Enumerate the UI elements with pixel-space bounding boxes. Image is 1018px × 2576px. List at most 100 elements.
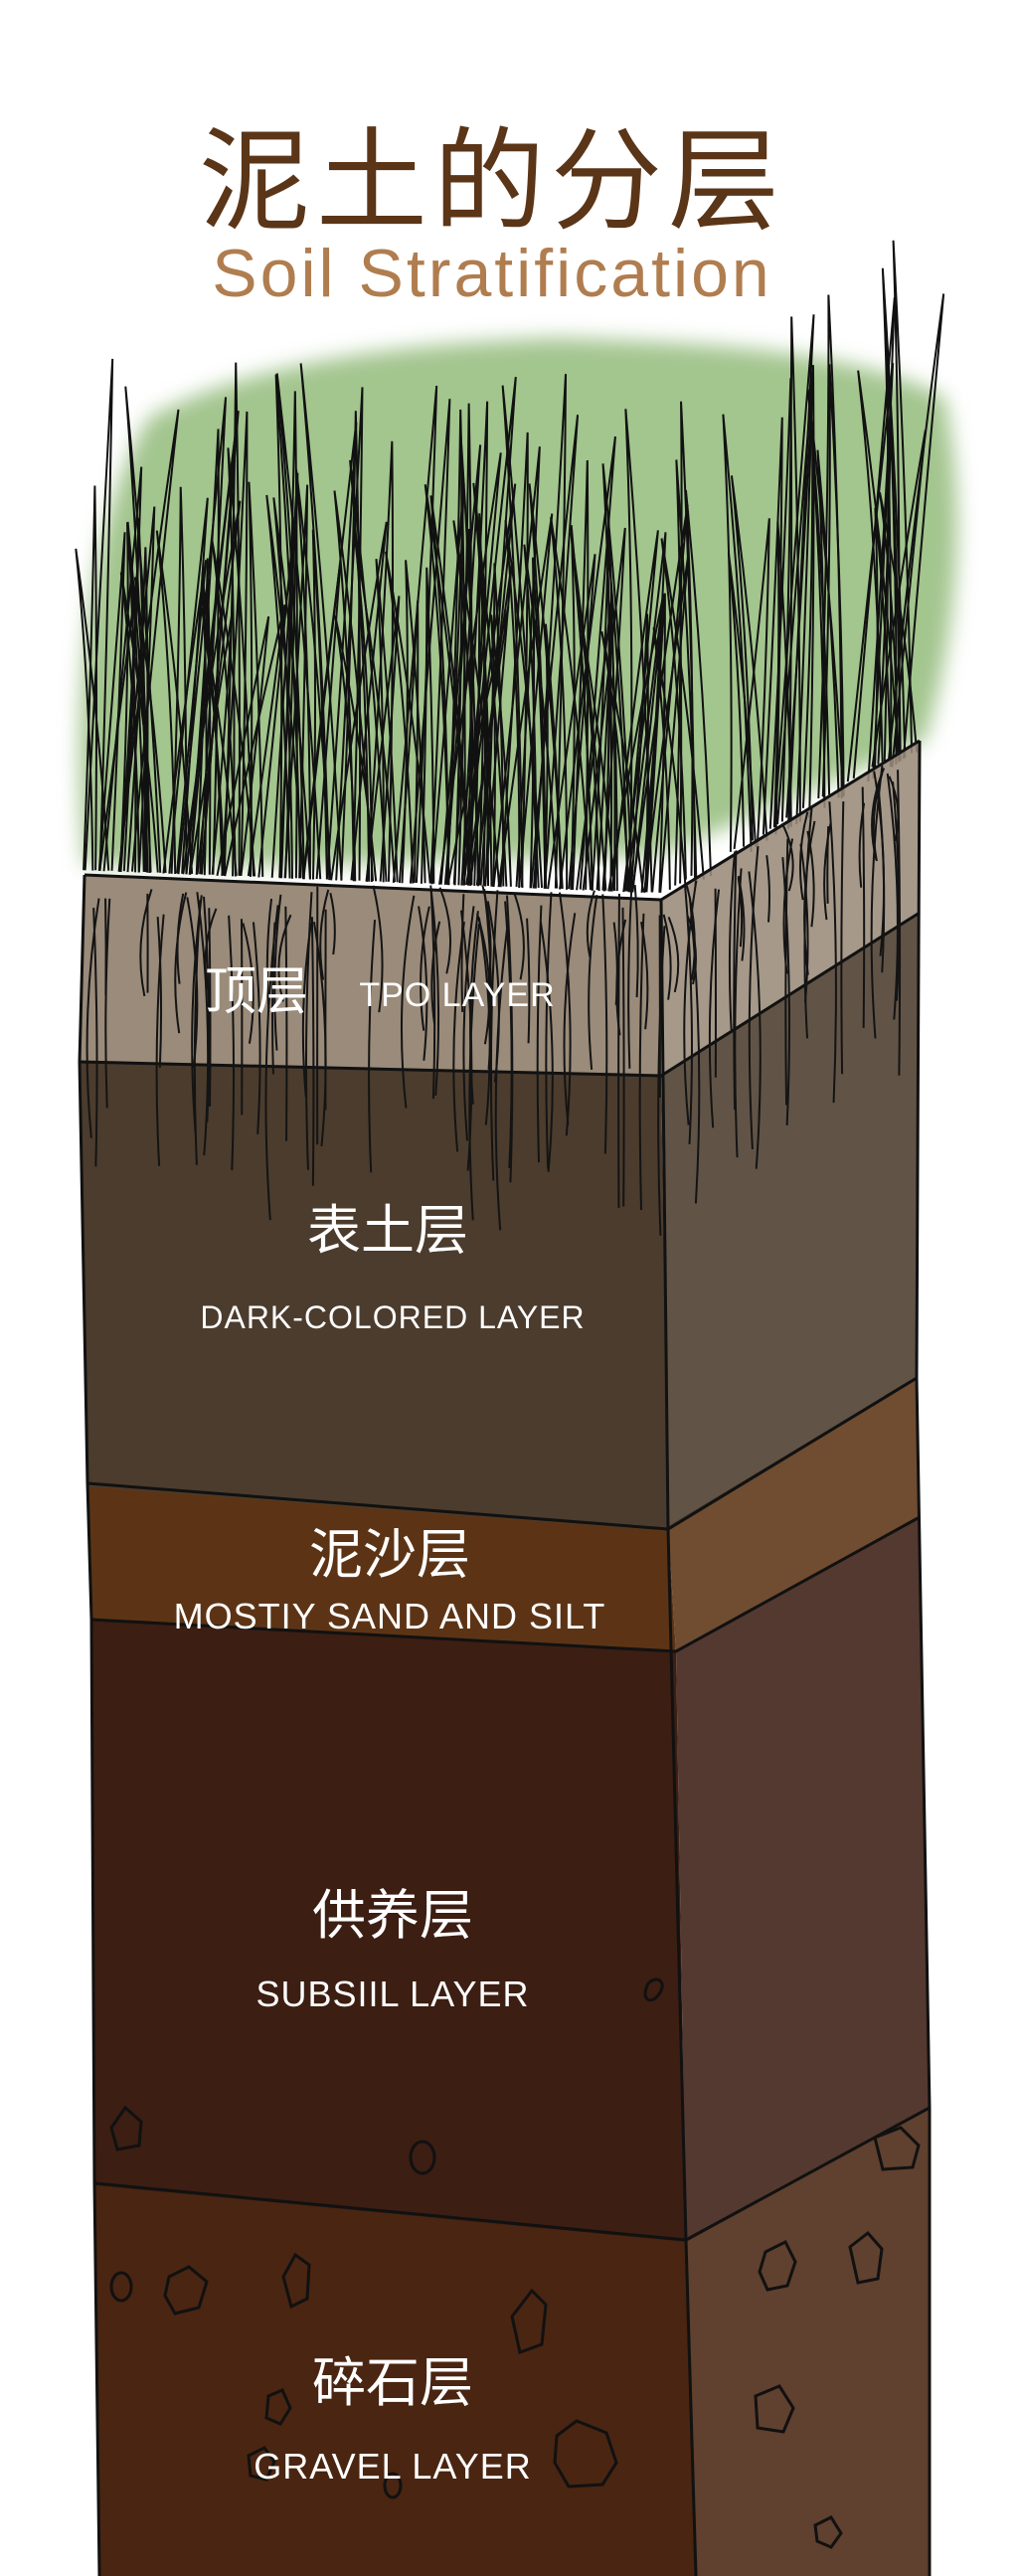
- grass-blade: [607, 595, 665, 892]
- grass-blade: [170, 486, 188, 874]
- root-line: [265, 898, 273, 1010]
- stone: [109, 2271, 133, 2303]
- grass-blade: [340, 411, 362, 881]
- root-line: [193, 900, 202, 1165]
- grass-blade: [601, 463, 633, 892]
- grass-blade: [119, 517, 146, 873]
- grass-blade: [409, 399, 451, 884]
- root-line: [430, 921, 441, 1025]
- grass-blade: [530, 415, 580, 889]
- grass-blade: [484, 563, 505, 887]
- layer-subsoil-label-en: SUBSIIL LAYER: [255, 1974, 529, 2014]
- root-line: [468, 924, 480, 1221]
- layer-top-label-en: TPO LAYER: [359, 976, 555, 1014]
- stone: [643, 1977, 664, 2002]
- root-line: [877, 788, 886, 973]
- grass-blade: [674, 401, 697, 886]
- grass-blade: [365, 596, 401, 882]
- layer-dark-front: [80, 1059, 668, 1531]
- grass-blade: [117, 409, 180, 872]
- grass-blade: [375, 559, 399, 883]
- root-line: [545, 892, 553, 1169]
- grass-blade: [821, 364, 845, 797]
- root-line: [304, 892, 313, 1170]
- grass-blade: [547, 554, 596, 890]
- root-line: [601, 894, 608, 1154]
- root-line: [662, 914, 672, 1000]
- root-line: [372, 885, 384, 1013]
- root-line: [612, 922, 618, 1005]
- root-line: [683, 880, 698, 1125]
- grass-blade: [640, 593, 666, 893]
- grass-blade: [438, 452, 502, 885]
- root-line: [872, 773, 884, 862]
- grass-blade: [501, 385, 540, 888]
- grass-blade: [801, 442, 826, 808]
- grass-blade: [528, 483, 564, 889]
- root-line: [204, 908, 218, 996]
- layer-sand-side: [668, 1377, 920, 1652]
- grass-blade: [499, 431, 529, 888]
- stone: [383, 2472, 403, 2499]
- root-line: [273, 894, 282, 1051]
- grass-blade: [874, 507, 892, 768]
- root-line: [460, 894, 465, 1012]
- root-line: [586, 890, 595, 957]
- grass-blade: [622, 532, 667, 893]
- stone: [754, 2384, 795, 2434]
- root-line: [798, 811, 809, 901]
- root-line: [228, 915, 236, 1171]
- grass-blade: [572, 460, 590, 890]
- grass-blade: [227, 447, 254, 877]
- grass-blade: [473, 513, 490, 886]
- stone: [247, 2446, 276, 2482]
- root-line: [803, 820, 816, 975]
- grass-blade: [559, 435, 616, 890]
- grass-blade: [330, 521, 388, 881]
- grass-blade: [275, 373, 322, 880]
- grass-blade: [97, 532, 126, 871]
- grass-blade: [816, 449, 840, 798]
- title-english: Soil Stratification: [212, 236, 772, 311]
- grass-blade: [497, 513, 554, 888]
- root-line: [429, 885, 440, 1097]
- root-line: [536, 905, 543, 1163]
- root-line: [684, 884, 693, 1145]
- root-lines: [85, 765, 902, 1236]
- grass-blade: [780, 316, 801, 822]
- root-line: [329, 892, 336, 955]
- root-line: [539, 922, 554, 1172]
- grass-blade: [118, 522, 145, 872]
- root-line: [840, 801, 845, 1075]
- grass-blade: [221, 411, 249, 876]
- layer-dark-label-en: DARK-COLORED LAYER: [200, 1299, 585, 1335]
- root-line: [139, 889, 153, 997]
- root-line: [588, 895, 598, 1070]
- grass-blade: [468, 562, 513, 886]
- root-line: [737, 877, 744, 947]
- root-line: [462, 906, 475, 1141]
- stone: [409, 2140, 436, 2175]
- grass-blade: [420, 567, 435, 884]
- grass-blade: [439, 444, 482, 885]
- title-chinese: 泥土的分层: [199, 117, 785, 247]
- grass-blades: [75, 240, 945, 893]
- root-line: [765, 855, 770, 923]
- grass-blade: [631, 594, 666, 893]
- root-line: [728, 851, 737, 1033]
- gravel-stones: [109, 1977, 921, 2549]
- layer-gravel-front: [94, 2182, 696, 2576]
- layer-dark-side: [661, 913, 920, 1531]
- soil-layers: [80, 741, 930, 2576]
- stone: [264, 2388, 292, 2426]
- root-line: [284, 906, 288, 1141]
- root-line: [85, 898, 100, 1138]
- stone: [281, 2252, 311, 2310]
- root-line: [621, 907, 625, 1207]
- root-line: [638, 913, 645, 1211]
- root-line: [400, 895, 416, 1109]
- grass-blade: [274, 374, 302, 879]
- grass-blade: [879, 492, 919, 753]
